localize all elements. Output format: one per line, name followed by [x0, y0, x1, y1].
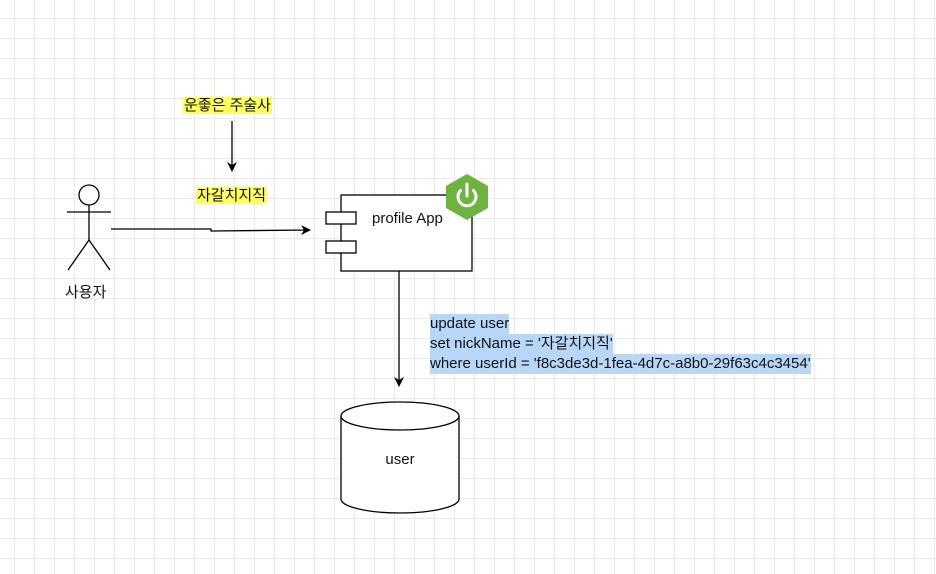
- top-note-text: 운좋은 주술사: [183, 97, 272, 114]
- middle-note[interactable]: 자갈치지직: [196, 186, 268, 205]
- database-label: user: [385, 451, 415, 468]
- top-note[interactable]: 운좋은 주술사: [183, 96, 272, 115]
- actor-to-app-arrow: [111, 225, 311, 236]
- actor-figure[interactable]: [67, 184, 111, 271]
- database-cylinder[interactable]: [340, 401, 460, 514]
- sql-line-1: update user: [430, 314, 510, 334]
- spring-power-icon: [446, 174, 488, 220]
- sql-line-2: set nickName = '자갈치지직': [430, 334, 613, 354]
- sql-annotation[interactable]: update user set nickName = '자갈치지직' where…: [430, 314, 811, 374]
- middle-note-text: 자갈치지직: [196, 187, 268, 204]
- sql-line-3: where userId = 'f8c3de3d-1fea-4d7c-a8b0-…: [430, 354, 811, 374]
- component-label: profile App: [372, 210, 443, 227]
- actor-label: 사용자: [65, 284, 107, 301]
